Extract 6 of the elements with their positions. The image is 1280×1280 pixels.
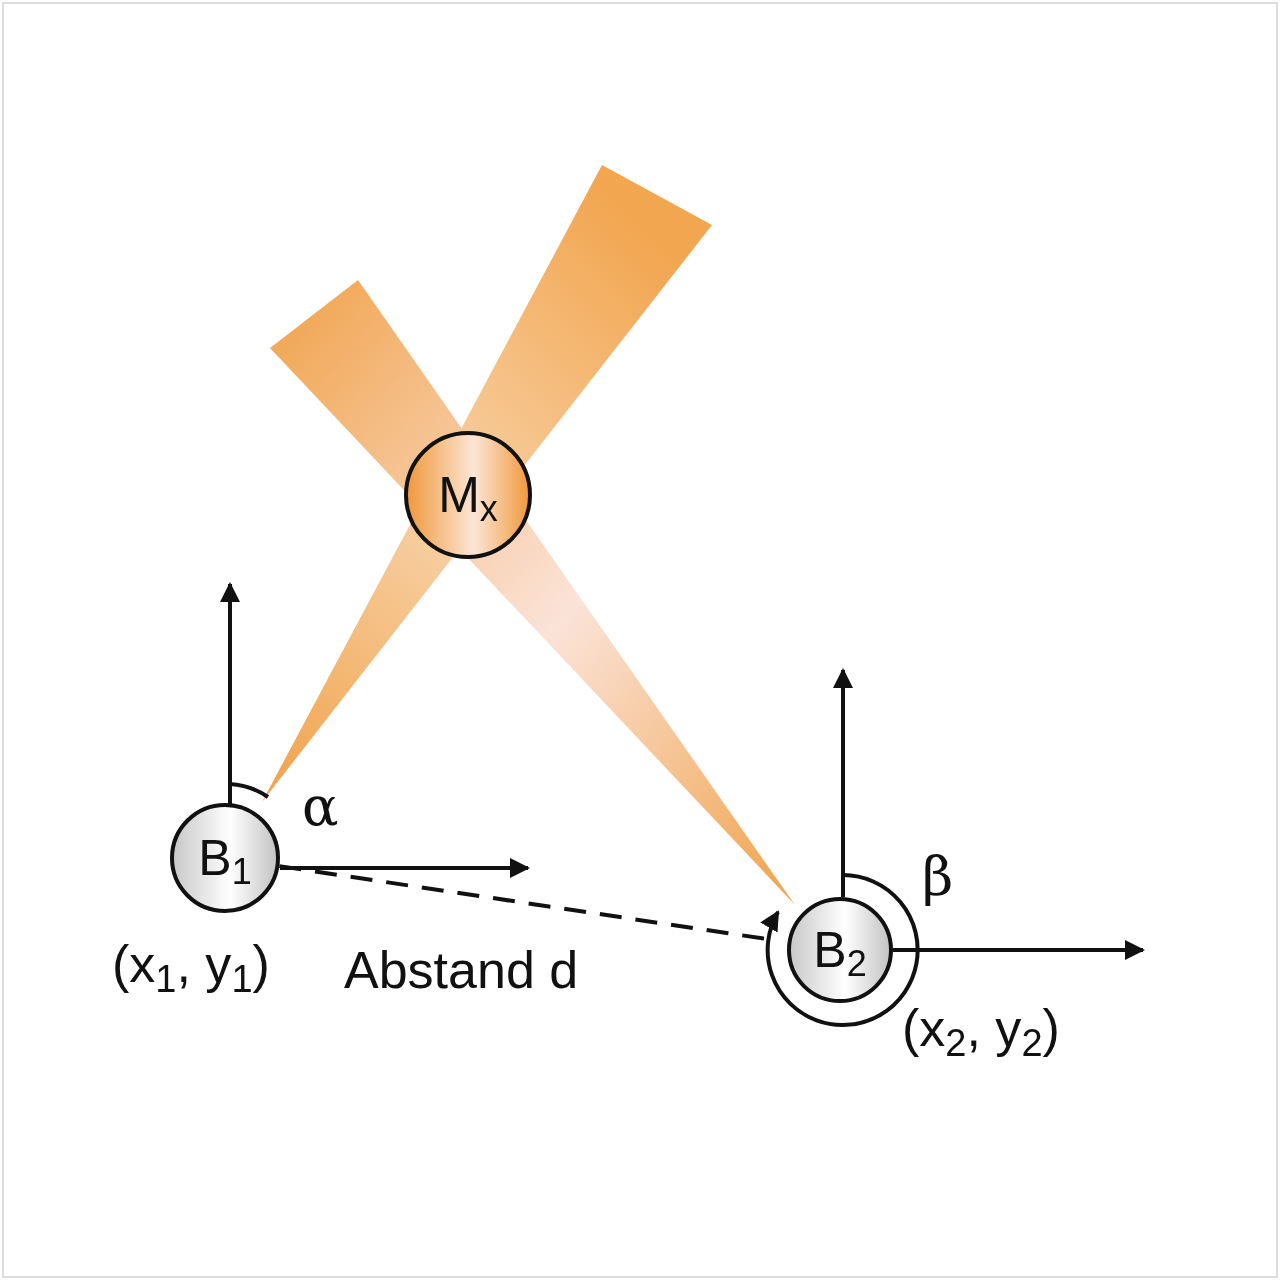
angle-label: α <box>302 780 339 834</box>
node-label: M$_{x}$ <box>438 470 498 520</box>
node-label: B$_{1}$ <box>198 833 252 883</box>
angle-label: β <box>922 850 954 904</box>
dashed-connector <box>279 864 767 941</box>
node-label: B$_{2}$ <box>813 925 867 975</box>
